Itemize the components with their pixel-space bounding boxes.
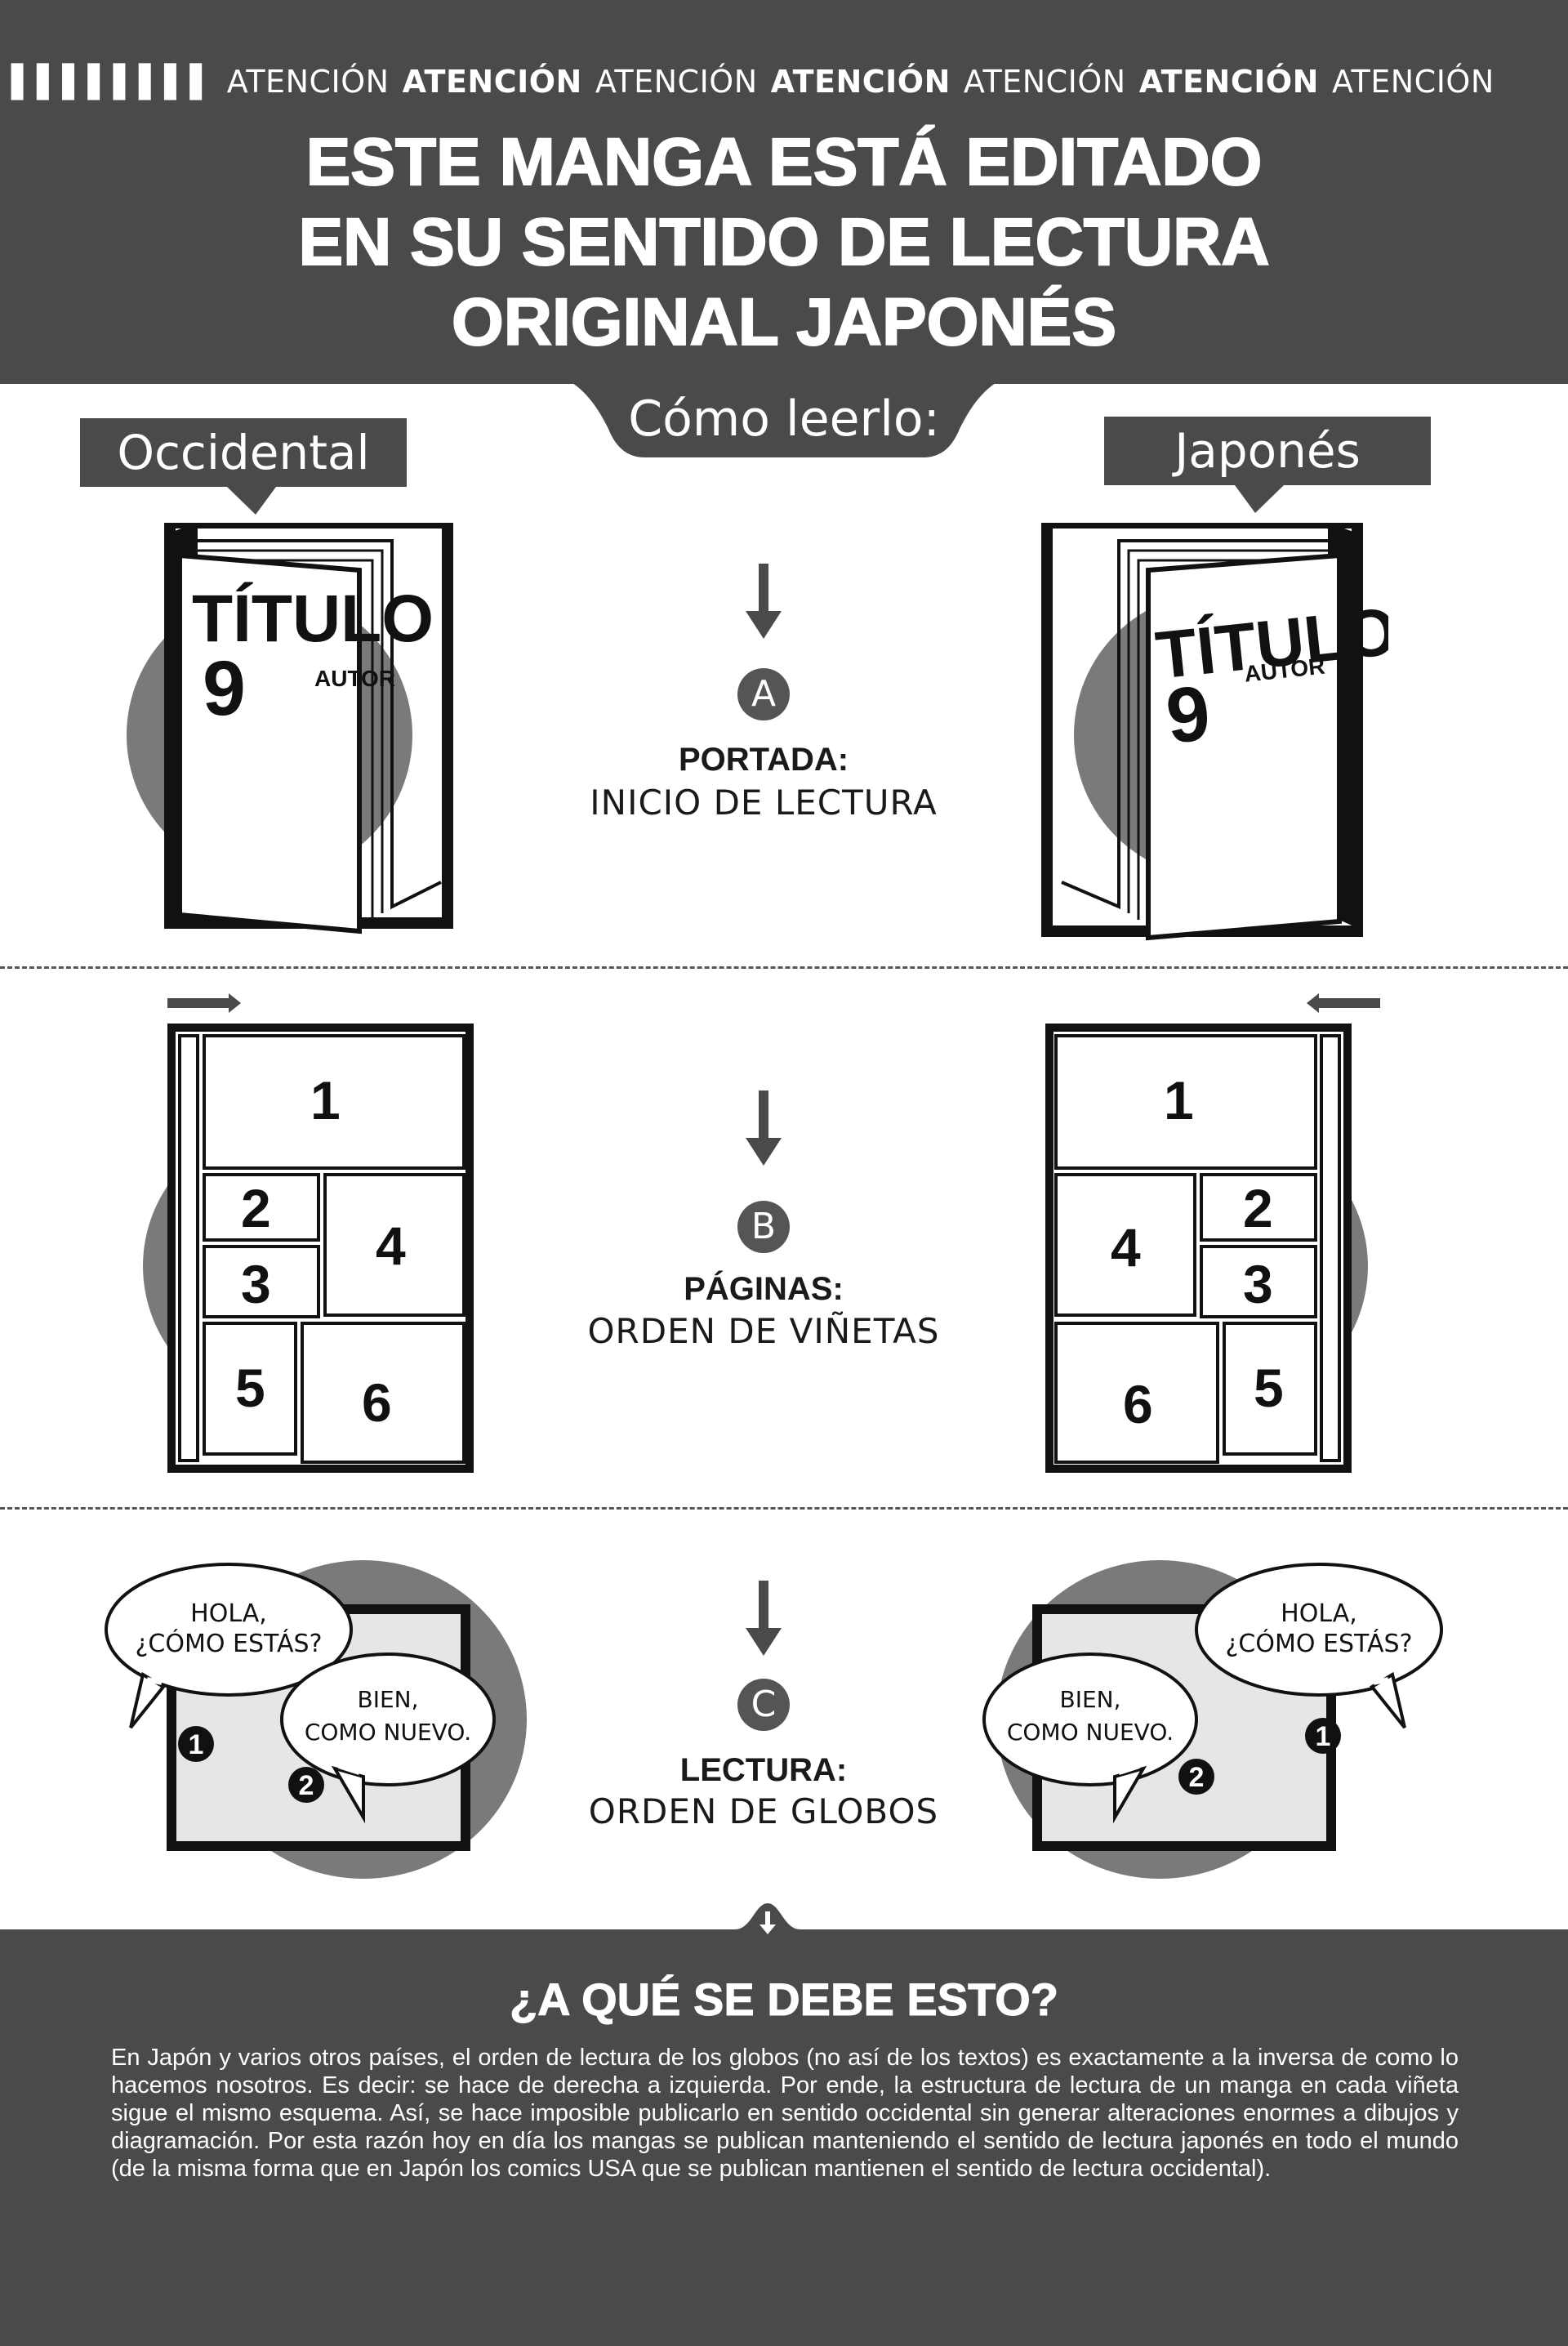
balloon-line: COMO NUEVO. xyxy=(1007,1719,1174,1746)
how-to-tab xyxy=(547,372,1021,457)
order-marker-2 xyxy=(1178,1759,1214,1795)
japanese-label-pointer xyxy=(1235,485,1284,513)
step-title-c: LECTURA: xyxy=(679,1752,848,1788)
direction-arrow-left-icon xyxy=(1315,998,1380,1008)
book-number: 9 xyxy=(203,645,246,732)
headline-line: EN SU SENTIDO DE LECTURA xyxy=(297,204,1270,280)
down-arrow-icon xyxy=(746,1090,782,1166)
speech-balloon-first: HOLA, ¿CÓMO ESTÁS? xyxy=(1195,1563,1443,1729)
panel-number: 3 xyxy=(241,1254,271,1314)
attention-word: ATENCIÓN xyxy=(1138,64,1319,100)
step-subtitle-a: INICIO DE LECTURA xyxy=(590,783,938,823)
panel-number: 6 xyxy=(362,1372,392,1433)
footer-title: ¿A QUÉ SE DEBE ESTO? xyxy=(509,1974,1059,2026)
step-letter-b: B xyxy=(737,1201,790,1253)
occidental-page-layout: 1 2 3 4 5 6 xyxy=(143,993,474,1473)
speech-balloon-second: BIEN, COMO NUEVO. xyxy=(982,1652,1198,1824)
speech-balloon-first: HOLA, ¿CÓMO ESTÁS? xyxy=(105,1563,353,1729)
divider xyxy=(0,966,1568,969)
how-to-tab-label: Cómo leerlo: xyxy=(628,390,940,448)
japanese-page-layout: 1 4 2 3 6 5 xyxy=(1045,993,1380,1473)
japanese-book: TÍTULO 9 AUTOR xyxy=(1041,523,1388,941)
step-letter-a: A xyxy=(737,668,790,720)
occidental-label-pointer xyxy=(227,487,276,515)
panel-number: 5 xyxy=(1254,1358,1284,1418)
balloon-line: HOLA, xyxy=(1281,1599,1357,1628)
attention-word: ATENCIÓN xyxy=(1331,64,1494,100)
footer-banner xyxy=(0,1929,1568,2346)
panel-number: 1 xyxy=(1164,1070,1194,1131)
japanese-balloon-order: HOLA, ¿CÓMO ESTÁS? BIEN, COMO NUEVO. 1 2 xyxy=(982,1560,1443,1879)
panel-number: 4 xyxy=(376,1215,406,1276)
balloon-line: ¿CÓMO ESTÁS? xyxy=(136,1628,323,1658)
order-marker-2 xyxy=(288,1767,324,1803)
panel-number: 6 xyxy=(1123,1374,1153,1434)
divider xyxy=(0,1507,1568,1510)
occidental-book: TÍTULO 9 AUTOR xyxy=(127,523,453,934)
down-arrow-icon xyxy=(746,1581,782,1656)
balloon-line: BIEN, xyxy=(1059,1686,1120,1713)
book-number: 9 xyxy=(1162,670,1214,760)
balloon-line: HOLA, xyxy=(190,1599,267,1628)
step-title-b: PÁGINAS: xyxy=(684,1271,844,1307)
attention-word: ATENCIÓN xyxy=(770,64,951,100)
balloon-line: COMO NUEVO. xyxy=(305,1719,471,1746)
book-author: AUTOR xyxy=(314,666,395,691)
panel-number: 1 xyxy=(310,1070,341,1131)
speech-balloon-second: BIEN, COMO NUEVO. xyxy=(280,1652,496,1824)
svg-text:1: 1 xyxy=(189,1729,204,1760)
occidental-label: Occidental xyxy=(80,418,407,487)
footer-body: En Japón y varios otros países, el orden… xyxy=(111,2045,1459,2182)
headline-line: ORIGINAL JAPONÉS xyxy=(451,284,1117,360)
down-arrow-icon xyxy=(746,564,782,639)
panel-number: 4 xyxy=(1111,1217,1141,1278)
order-marker-1 xyxy=(1305,1718,1341,1754)
japanese-label: Japonés xyxy=(1104,417,1431,485)
direction-arrow-right-icon xyxy=(167,998,233,1008)
attention-word: ATENCIÓN xyxy=(595,64,758,100)
header-banner xyxy=(0,0,1568,384)
svg-text:1: 1 xyxy=(1316,1721,1331,1752)
bar-marks: ▌▌▌▌▌▌▌▌ xyxy=(11,64,216,100)
step-title-a: PORTADA: xyxy=(678,742,849,778)
attention-row: ▌▌▌▌▌▌▌▌ ATENCIÓN ATENCIÓN ATENCIÓN ATEN… xyxy=(0,57,1568,106)
panel-number: 2 xyxy=(241,1178,271,1238)
balloon-line: ¿CÓMO ESTÁS? xyxy=(1226,1628,1413,1658)
panel-number: 5 xyxy=(235,1358,265,1418)
step-subtitle-b: ORDEN DE VIÑETAS xyxy=(587,1311,940,1351)
panel-number: 2 xyxy=(1243,1178,1273,1238)
step-subtitle-c: ORDEN DE GLOBOS xyxy=(588,1791,939,1831)
panel-number: 3 xyxy=(1243,1254,1273,1314)
svg-text:2: 2 xyxy=(1189,1762,1205,1793)
attention-word: ATENCIÓN xyxy=(402,64,582,100)
occidental-balloon-order: HOLA, ¿CÓMO ESTÁS? BIEN, COMO NUEVO. 1 2 xyxy=(105,1560,527,1879)
headline-line: ESTE MANGA ESTÁ EDITADO xyxy=(305,124,1263,200)
headline: ESTE MANGA ESTÁ EDITADO EN SU SENTIDO DE… xyxy=(0,123,1568,363)
attention-word: ATENCIÓN xyxy=(963,64,1126,100)
attention-word: ATENCIÓN xyxy=(226,64,390,100)
balloon-line: BIEN, xyxy=(357,1686,418,1713)
book-title: TÍTULO xyxy=(192,582,434,656)
step-letter-c: C xyxy=(737,1679,790,1731)
svg-text:2: 2 xyxy=(299,1770,314,1801)
order-marker-1 xyxy=(178,1726,214,1762)
footer-down-arrow-icon xyxy=(735,1903,800,1934)
